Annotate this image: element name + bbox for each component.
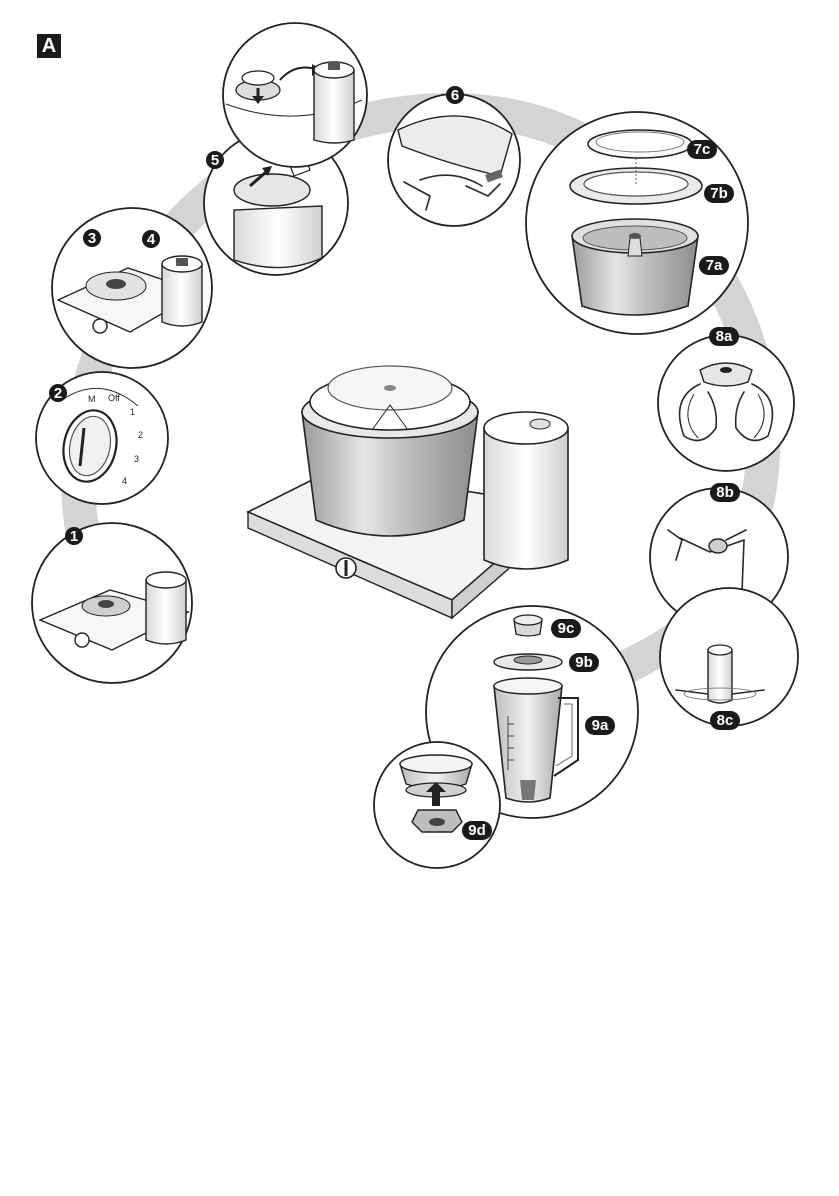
dial-label-3: 3 [134,454,139,464]
callout-9b-text: 9b [575,654,593,671]
callout-8b: 8b [710,483,740,502]
callout-4: 4 [142,230,160,248]
callout-1-text: 1 [70,528,78,545]
callout-2-text: 2 [54,385,62,402]
step-9d-panel [374,742,500,868]
mixer-main-illustration [248,366,568,618]
dial-label-1: 1 [130,407,135,417]
callout-9a: 9a [585,716,615,735]
callout-4-text: 4 [147,231,156,248]
callout-9a-text: 9a [592,717,609,734]
callout-1: 1 [65,527,83,545]
callout-7c-text: 7c [694,141,711,158]
callout-8a: 8a [709,327,739,346]
callout-3-text: 3 [88,230,96,247]
callout-8c-text: 8c [717,712,734,729]
dial-label-off: Off [108,393,120,403]
callout-9c: 9c [551,619,581,638]
callout-6-text: 6 [451,87,459,104]
callout-6: 6 [446,86,464,104]
section-label-badge: A [37,34,61,58]
callout-8b-text: 8b [716,484,734,501]
step-6-panel [388,94,520,226]
callout-7b: 7b [704,184,734,203]
step-3-4-panel [52,208,212,368]
callout-8a-text: 8a [716,328,733,345]
dial-label-2: 2 [138,430,143,440]
step-5-detail-panel [223,23,367,167]
callout-3: 3 [83,229,101,247]
dial-label-m: M [88,394,96,404]
callout-9d-text: 9d [468,822,486,839]
callout-7c: 7c [687,140,717,159]
dial-label-4: 4 [122,476,127,486]
callout-9c-text: 9c [558,620,575,637]
callout-9d: 9d [462,821,492,840]
callout-7a: 7a [699,256,729,275]
step-8c-panel [660,588,798,726]
step-1-panel [32,523,192,683]
callout-9b: 9b [569,653,599,672]
callout-5: 5 [206,151,224,169]
callout-5-text: 5 [211,152,219,169]
callout-8c: 8c [710,711,740,730]
callout-7a-text: 7a [706,257,723,274]
step-8a-panel [658,335,794,471]
callout-2: 2 [49,384,67,402]
callout-7b-text: 7b [710,185,728,202]
